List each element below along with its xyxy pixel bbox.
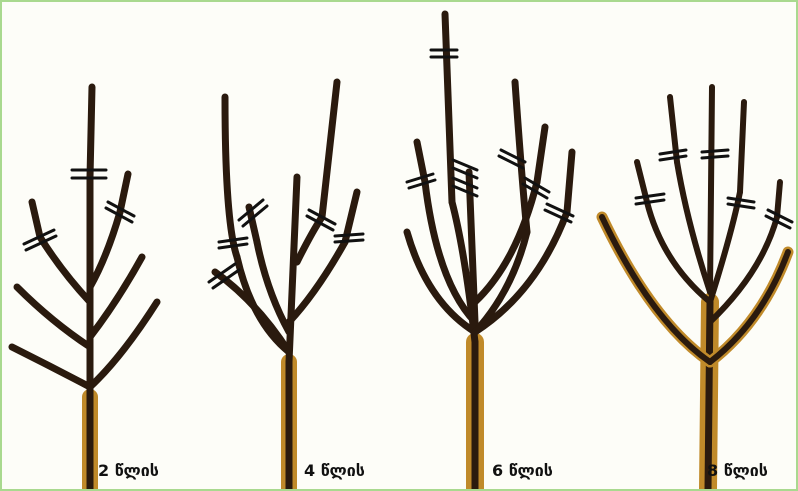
age-label-2-years: 2 წლის	[98, 461, 159, 480]
age-label-4-years: 4 წლის	[304, 461, 365, 480]
tree-8-year-icon	[592, 2, 796, 489]
age-label-6-years: 6 წლის	[492, 461, 553, 480]
tree-4-year-icon	[197, 2, 397, 489]
age-label-8-years: 8 წლის	[707, 461, 768, 480]
tree-2-year-icon	[2, 2, 202, 489]
tree-6-year-icon	[397, 2, 597, 489]
